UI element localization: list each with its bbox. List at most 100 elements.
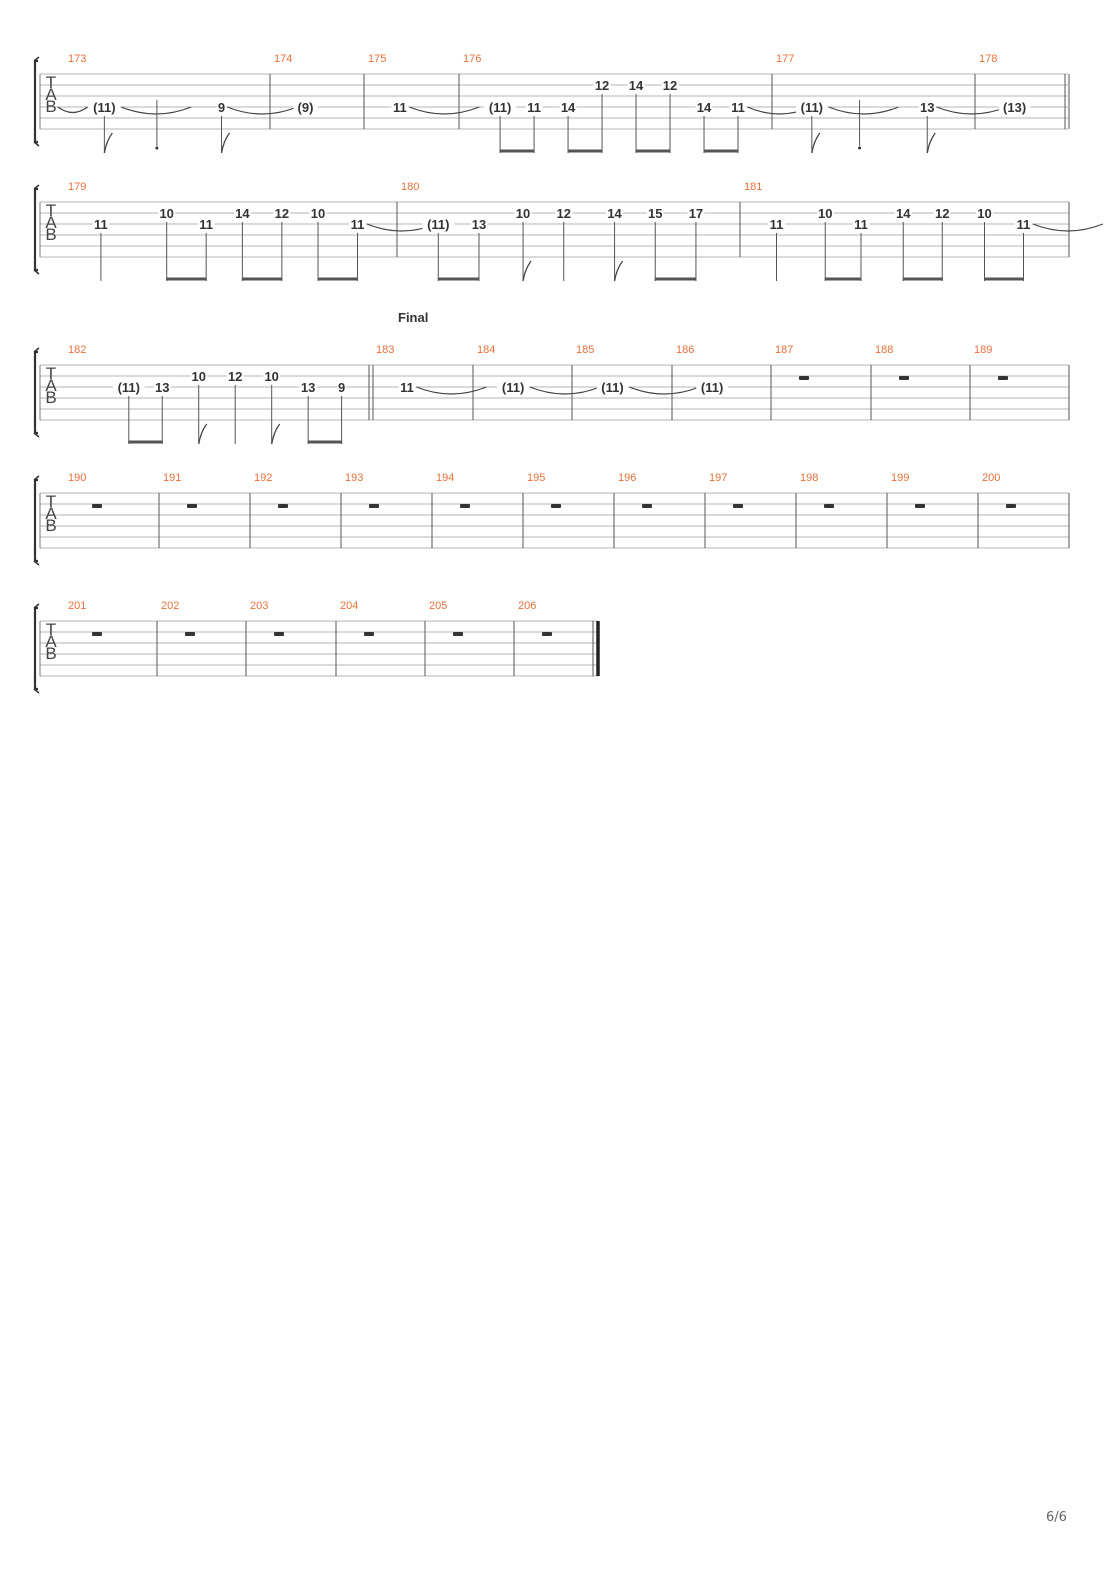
whole-rest	[551, 504, 561, 508]
fret-number: (11)	[502, 380, 524, 395]
measure-number: 187	[775, 344, 793, 356]
measure-number: 193	[345, 472, 363, 484]
tab-clef-letter: A	[45, 376, 57, 395]
whole-rest	[92, 632, 102, 636]
tab-clef-letter: B	[45, 388, 56, 407]
fret-background	[336, 380, 347, 393]
fret-background	[918, 100, 936, 113]
fret-number: 13	[301, 380, 315, 395]
fret-number: (11)	[93, 100, 115, 115]
fret-background	[933, 206, 951, 219]
whole-rest	[92, 504, 102, 508]
fret-number: 10	[516, 206, 530, 221]
whole-rest	[899, 376, 909, 380]
grace-dot	[858, 146, 862, 150]
measure-number: 174	[274, 53, 292, 65]
fret-number: 11	[731, 100, 745, 115]
measure-number: 183	[376, 344, 394, 356]
tie-arc	[1032, 223, 1104, 232]
fret-number: 11	[854, 217, 868, 232]
fret-number: (11)	[801, 100, 823, 115]
fret-background	[646, 206, 664, 219]
fret-background	[484, 100, 516, 113]
whole-rest	[915, 504, 925, 508]
fret-background	[216, 100, 227, 113]
bracket-hook	[33, 184, 40, 190]
fret-number: 17	[689, 206, 703, 221]
tab-clef-letter: T	[46, 492, 56, 511]
tie-arc	[629, 386, 700, 395]
whole-rest	[642, 504, 652, 508]
note-flag	[103, 132, 113, 154]
note-flag	[522, 260, 532, 282]
fret-number: 13	[155, 380, 169, 395]
measure-number: 178	[979, 53, 997, 65]
fret-background	[816, 206, 834, 219]
fret-background	[309, 206, 327, 219]
measure-number: 206	[518, 600, 536, 612]
fret-number: 12	[595, 78, 609, 93]
fret-number: 14	[561, 100, 576, 115]
measure-number: 199	[891, 472, 909, 484]
fret-background	[729, 100, 747, 113]
measure-number: 205	[429, 600, 447, 612]
fret-background	[998, 100, 1031, 113]
fret-number: 12	[556, 206, 570, 221]
fret-number: 11	[351, 217, 365, 232]
tab-clef-letter: T	[46, 620, 56, 639]
page-number: 6/6	[1046, 1510, 1067, 1525]
tab-clef-letter: T	[46, 364, 56, 383]
system-bracket	[33, 187, 38, 272]
measure-number: 181	[744, 181, 762, 193]
whole-rest	[460, 504, 470, 508]
fret-background	[976, 206, 993, 219]
whole-rest	[187, 504, 197, 508]
fret-number: 14	[629, 78, 644, 93]
whole-rest	[824, 504, 834, 508]
fret-background	[470, 217, 488, 230]
measure-number: 177	[776, 53, 794, 65]
system-bracket	[33, 350, 38, 435]
fret-background	[525, 100, 543, 113]
whole-rest	[1006, 504, 1016, 508]
note-flag	[613, 260, 624, 282]
fret-background	[92, 217, 110, 230]
fret-number: (9)	[298, 100, 314, 115]
fret-background	[696, 380, 728, 393]
fret-background	[559, 100, 577, 113]
fret-number: 13	[920, 100, 934, 115]
fret-number: (11)	[489, 100, 511, 115]
measure-number: 194	[436, 472, 454, 484]
measure-number: 173	[68, 53, 86, 65]
bracket-hook	[33, 603, 40, 609]
whole-rest	[274, 632, 284, 636]
fret-background	[596, 380, 629, 393]
note-flag	[811, 132, 821, 154]
whole-rest	[453, 632, 463, 636]
bracket-hook	[33, 56, 40, 62]
tab-clef-letter: T	[46, 73, 56, 92]
fret-background	[661, 78, 679, 91]
note-flag	[220, 132, 231, 154]
fret-number: 11	[527, 100, 541, 115]
tab-clef-letter: B	[45, 97, 56, 116]
fret-number: 10	[311, 206, 325, 221]
tie-arc	[57, 106, 88, 114]
measure-number: 195	[527, 472, 545, 484]
fret-background	[263, 369, 281, 382]
fret-number: 9	[338, 380, 345, 395]
fret-number: 12	[663, 78, 677, 93]
bracket-hook	[33, 688, 40, 694]
whole-rest	[542, 632, 552, 636]
whole-rest	[278, 504, 288, 508]
fret-background	[226, 369, 244, 382]
fret-number: 13	[472, 217, 486, 232]
fret-background	[158, 206, 176, 219]
system-bracket	[33, 606, 38, 691]
fret-number: 14	[896, 206, 911, 221]
fret-number: 11	[400, 380, 414, 395]
measure-number: 179	[68, 181, 86, 193]
